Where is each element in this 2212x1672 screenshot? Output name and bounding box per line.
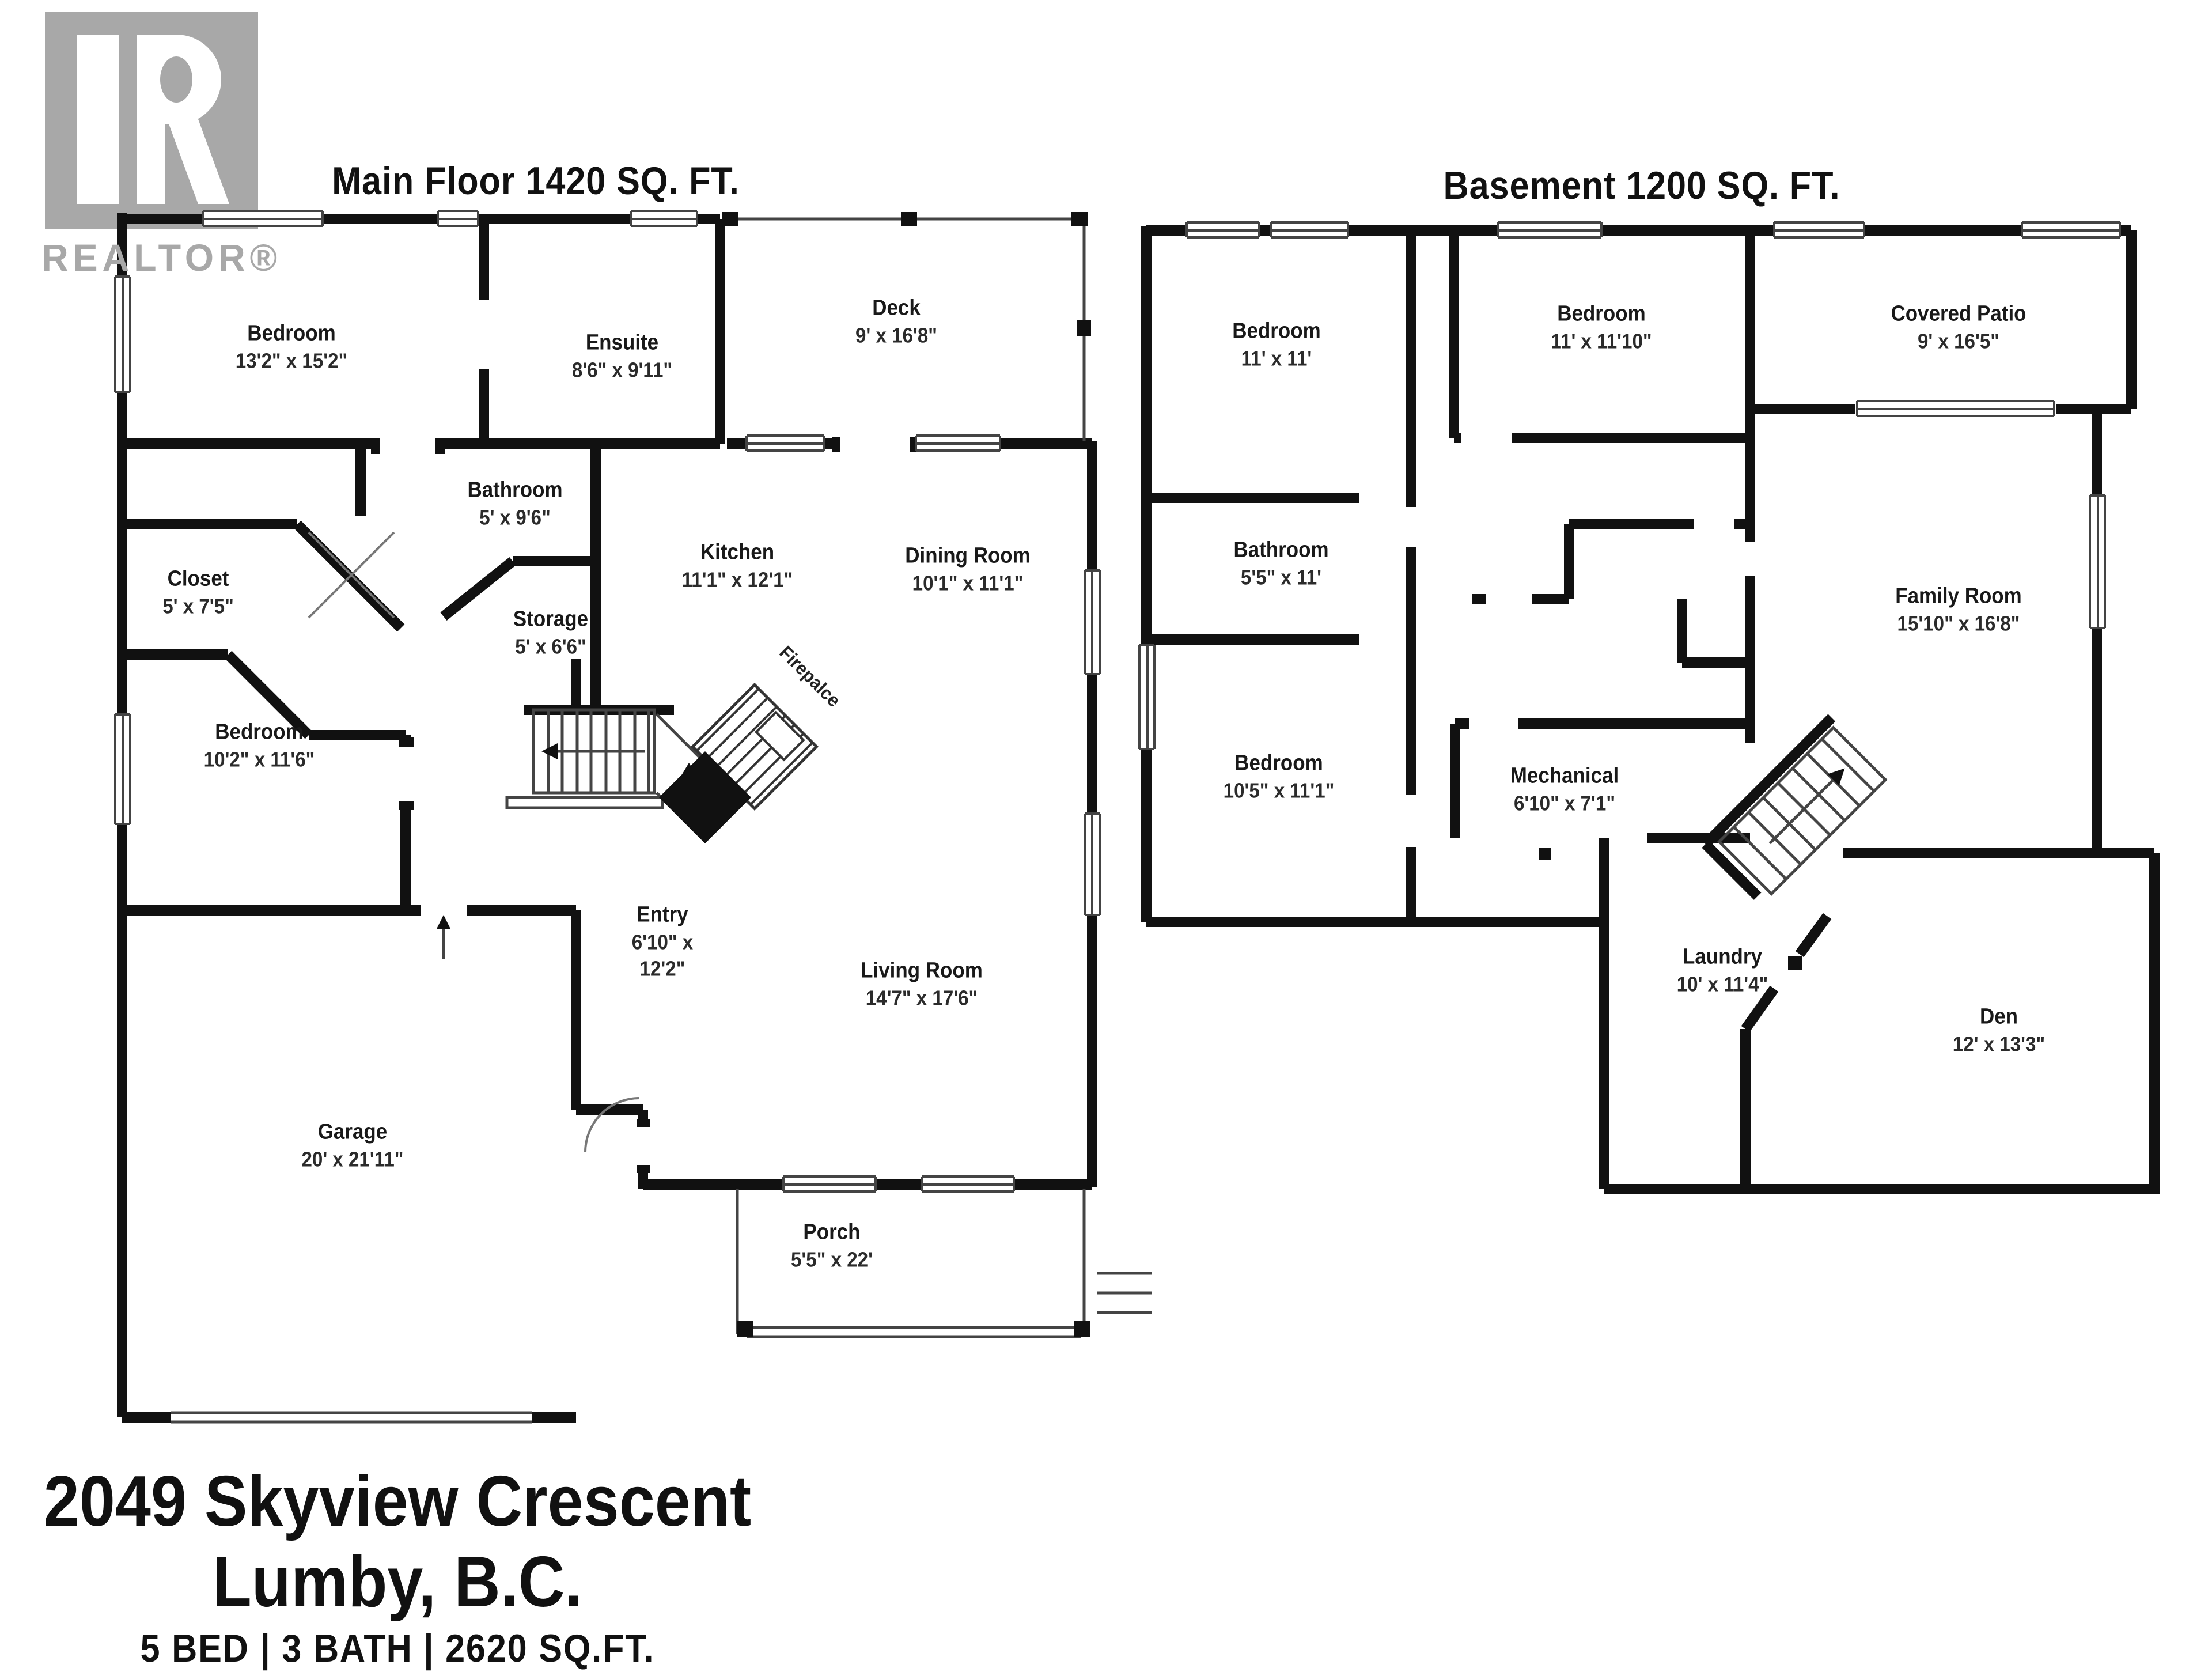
label-bsmt-den: Den 12' x 13'3" [1952, 1005, 2046, 1057]
main-thin-features [171, 217, 1152, 1424]
basement-title: Basement 1200 SQ. FT. [1443, 164, 1840, 208]
label-main-dining: Dining Room 10'1" x 11'1" [905, 544, 1031, 596]
label-bsmt-bathroom: Bathroom 5'5" x 11' [1233, 538, 1329, 590]
label-main-garage: Garage 20' x 21'11" [301, 1120, 404, 1172]
label-bsmt-family: Family Room 15'10" x 16'8" [1895, 584, 2022, 636]
label-main-kitchen: Kitchen 11'1" x 12'1" [681, 540, 793, 592]
label-bsmt-laundry: Laundry 10' x 11'4" [1676, 945, 1768, 997]
label-main-porch: Porch 5'5" x 22' [791, 1220, 873, 1272]
address-line-1: 2049 Skyview Crescent [43, 1462, 752, 1542]
label-main-ensuite: Ensuite 8'6" x 9'11" [571, 331, 673, 383]
label-bsmt-bedroom-3: Bedroom 10'5" x 11'1" [1223, 751, 1335, 803]
windows [114, 210, 2121, 1193]
main-floor-plan [117, 213, 1097, 1423]
label-main-bedroom-2: Bedroom 10'2" x 11'6" [203, 720, 315, 772]
label-main-storage: Storage 5' x 6'6" [513, 607, 589, 659]
realtor-logo-icon [45, 12, 258, 229]
basement-stairs-icon [1702, 714, 1888, 900]
label-bsmt-bedroom-1: Bedroom 11' x 11' [1232, 319, 1321, 371]
deck-posts [722, 212, 1091, 1337]
basement-marks [1539, 848, 1802, 970]
main-floor-title: Main Floor 1420 SQ. FT. [332, 160, 740, 203]
label-bsmt-mechanical: Mechanical 6'10" x 7'1" [1510, 764, 1619, 816]
label-main-closet: Closet 5' x 7'5" [162, 567, 234, 619]
label-main-entry: Entry 6'10" x 12'2" [631, 903, 694, 981]
address-line-2: Lumby, B.C. [212, 1543, 583, 1622]
listing-stats: 5 BED | 3 BATH | 2620 SQ.FT. [140, 1627, 655, 1671]
main-door-jambs [371, 437, 918, 1173]
label-main-living: Living Room 14'7" x 17'6" [861, 959, 983, 1011]
label-main-bedroom-1: Bedroom 13'2" x 15'2" [235, 321, 348, 373]
label-bsmt-patio: Covered Patio 9' x 16'5" [1891, 302, 2027, 354]
label-main-deck: Deck 9' x 16'8" [855, 296, 937, 348]
fireplace-icon [659, 682, 819, 843]
main-arrows [437, 743, 696, 929]
label-main-bathroom: Bathroom 5' x 9'6" [467, 478, 563, 530]
label-bsmt-bedroom-2: Bedroom 11' x 11'10" [1551, 302, 1652, 354]
realtor-brand-text: REALTOR® [41, 236, 282, 279]
